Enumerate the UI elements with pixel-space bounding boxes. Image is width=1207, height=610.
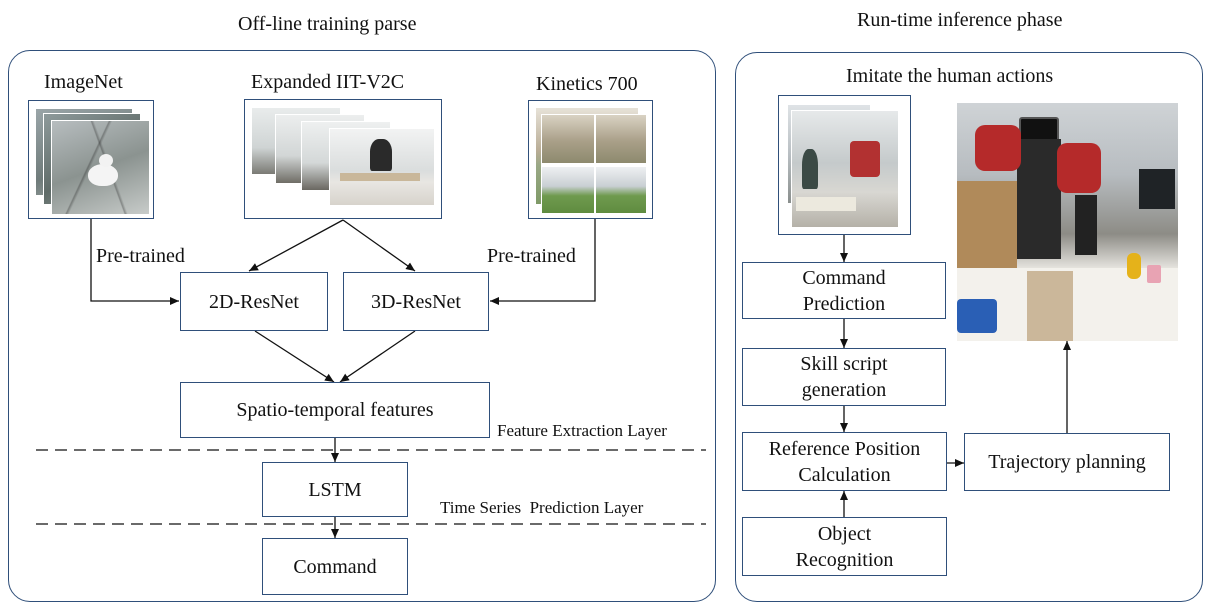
- iitv2c-to-2d-resnet-arrow: [248, 219, 344, 272]
- pretrained-label-left: Pre-trained: [96, 245, 185, 267]
- robot-left-arm-shape: [975, 125, 1021, 171]
- kinetics-to-3d-resnet-arrow: [490, 219, 596, 305]
- kinetics-label: Kinetics 700: [536, 73, 638, 95]
- trajectory-planning-box: Trajectory planning: [964, 433, 1170, 491]
- pretrained-label-right: Pre-trained: [487, 245, 576, 267]
- 3d-resnet-box: 3D-ResNet: [343, 272, 489, 331]
- kinetics-image-frame: [528, 100, 653, 219]
- robot-body-shape: [1017, 139, 1061, 259]
- robot-gripper-shape: [1075, 195, 1097, 255]
- yellow-object-shape: [1127, 253, 1141, 279]
- demo-table-shape: [796, 197, 856, 211]
- command-prediction-text: Command Prediction: [802, 266, 886, 315]
- bird-head-shape: [99, 154, 113, 167]
- time-series-prediction-layer-label: Time Series Prediction Layer: [440, 498, 644, 517]
- demo-frame-front: [791, 110, 899, 228]
- imagenet-image-frame: [28, 100, 154, 219]
- lstm-box: LSTM: [262, 462, 408, 517]
- object-recognition-box: Object Recognition: [742, 517, 947, 576]
- robot-photo: [957, 103, 1178, 341]
- command-prediction-box: Command Prediction: [742, 262, 946, 319]
- reference-position-calculation-box: Reference Position Calculation: [742, 432, 947, 491]
- demo-robot-shape: [850, 141, 880, 177]
- spatio-temporal-features-box: Spatio-temporal features: [180, 382, 490, 438]
- demo-person-shape: [802, 149, 818, 189]
- bird-shape: [88, 164, 118, 186]
- iit-v2c-image-frame: [244, 99, 442, 219]
- skill-script-generation-box: Skill script generation: [742, 348, 946, 406]
- person-shape: [370, 139, 392, 171]
- imagenet-label: ImageNet: [44, 71, 123, 93]
- reference-position-calculation-text: Reference Position Calculation: [768, 437, 921, 486]
- pink-cup-shape: [1147, 265, 1161, 283]
- 2d-resnet-box: 2D-ResNet: [180, 272, 328, 331]
- monitor-shape: [1139, 169, 1175, 209]
- robot-right-arm-shape: [1057, 143, 1101, 193]
- skill-script-generation-text: Skill script generation: [800, 353, 888, 401]
- human-demo-image-frame: [778, 95, 911, 235]
- iit-v2c-label: Expanded IIT-V2C: [251, 71, 405, 93]
- table-shape: [340, 173, 420, 181]
- command-box: Command: [262, 538, 408, 595]
- 2d-resnet-to-features-arrow: [254, 330, 335, 383]
- imagenet-photo-front: [51, 120, 150, 215]
- kinetics-frame-front: [541, 114, 647, 214]
- kinetics-clip-2: [596, 115, 646, 163]
- imagenet-to-2d-resnet-arrow: [90, 219, 179, 305]
- wooden-board-shape: [1027, 271, 1073, 341]
- offline-training-panel: [8, 50, 716, 602]
- blue-towel-shape: [957, 299, 997, 333]
- feature-extraction-layer-label: Feature Extraction Layer: [497, 421, 667, 440]
- kinetics-clip-4: [596, 167, 646, 213]
- runtime-inference-panel: [735, 52, 1203, 602]
- imitate-actions-subtitle: Imitate the human actions: [846, 65, 1054, 87]
- iit-v2c-frame-4: [329, 128, 435, 206]
- runtime-panel-title: Run-time inference phase: [857, 9, 1063, 31]
- object-recognition-text: Object Recognition: [795, 522, 894, 571]
- kinetics-clip-1: [542, 115, 594, 163]
- offline-panel-title: Off-line training parse: [238, 13, 417, 35]
- shelf-shape: [957, 181, 1017, 271]
- 3d-resnet-to-features-arrow: [339, 330, 416, 383]
- iitv2c-to-3d-resnet-arrow: [342, 219, 416, 272]
- kinetics-clip-3: [542, 167, 594, 213]
